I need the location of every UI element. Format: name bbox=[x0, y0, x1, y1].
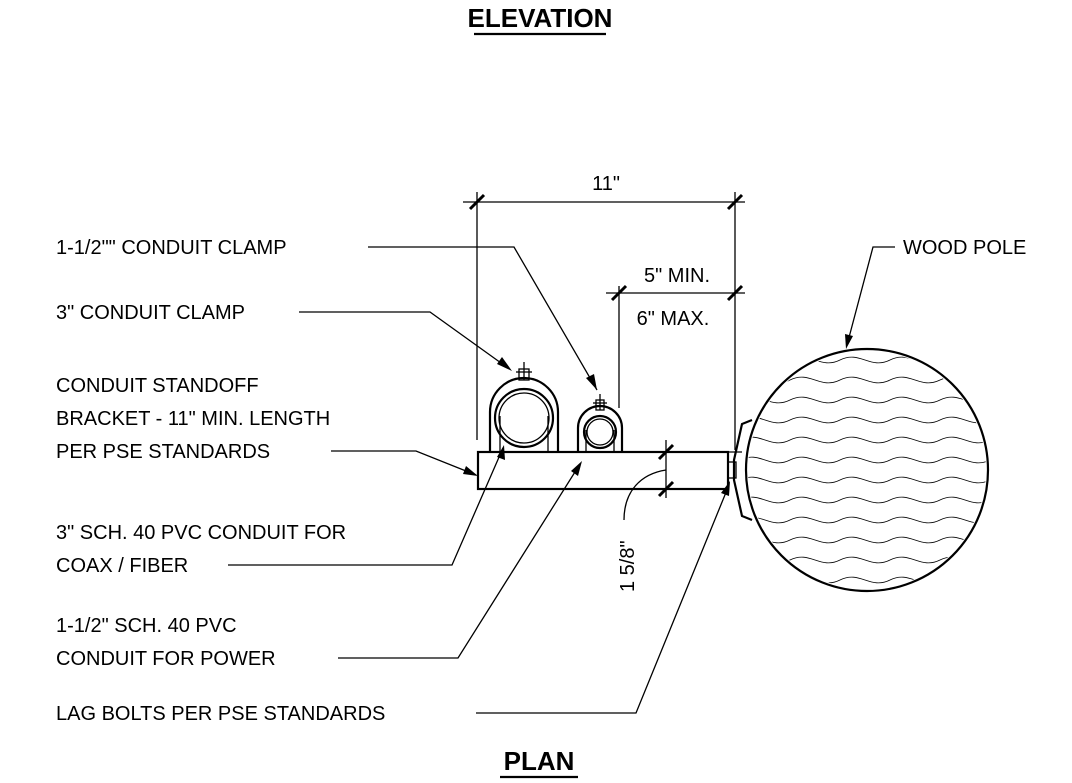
wood-pole-label: WOOD POLE bbox=[903, 237, 1026, 259]
coax-conduit-leader bbox=[228, 447, 504, 566]
standoff-bracket bbox=[476, 450, 730, 491]
power-conduit-leader bbox=[338, 463, 581, 659]
small-clamp-leader bbox=[368, 246, 598, 391]
large-conduit bbox=[493, 387, 555, 449]
plan-title: PLAN bbox=[504, 746, 575, 776]
bracket-label-line2: BRACKET - 11" MIN. LENGTH bbox=[56, 408, 330, 430]
leader-arrowheads bbox=[463, 334, 853, 496]
bracket-plate bbox=[727, 461, 737, 479]
standoff-dimension: 5" MIN. 6" MAX. bbox=[606, 265, 745, 408]
elevation-title: ELEVATION bbox=[468, 3, 613, 33]
small-clamp-label: 1-1/2"" CONDUIT CLAMP bbox=[56, 237, 287, 259]
bracket-depth-text: 1 5/8" bbox=[617, 540, 639, 592]
power-conduit-label-line2: CONDUIT FOR POWER bbox=[56, 648, 276, 670]
bracket-leader bbox=[331, 450, 477, 476]
overall-dimension: 11" bbox=[463, 173, 745, 450]
leader-lines bbox=[228, 246, 895, 714]
max-dimension-text: 6" MAX. bbox=[637, 308, 710, 330]
bracket-depth-dimension: 1 5/8" bbox=[617, 440, 742, 592]
wood-grain-pattern bbox=[748, 356, 986, 584]
coax-conduit-label-line2: COAX / FIBER bbox=[56, 555, 188, 577]
small-conduit-clamp bbox=[576, 394, 624, 452]
bracket-label-line1: CONDUIT STANDOFF bbox=[56, 375, 259, 397]
large-clamp-label: 3" CONDUIT CLAMP bbox=[56, 302, 245, 324]
large-conduit-clamp bbox=[488, 362, 560, 452]
lag-bolts-label: LAG BOLTS PER PSE STANDARDS bbox=[56, 703, 385, 725]
min-dimension-text: 5" MIN. bbox=[644, 265, 710, 287]
bracket-label-line3: PER PSE STANDARDS bbox=[56, 441, 270, 463]
wood-pole-leader bbox=[846, 246, 895, 346]
overall-dimension-text: 11" bbox=[592, 173, 620, 195]
coax-conduit-label-line1: 3" SCH. 40 PVC CONDUIT FOR bbox=[56, 522, 346, 544]
power-conduit-label-line1: 1-1/2" SCH. 40 PVC bbox=[56, 615, 237, 637]
small-conduit bbox=[582, 414, 618, 450]
large-clamp-leader bbox=[299, 311, 509, 369]
lag-bolt-leader bbox=[476, 484, 730, 714]
wood-pole bbox=[732, 347, 990, 593]
